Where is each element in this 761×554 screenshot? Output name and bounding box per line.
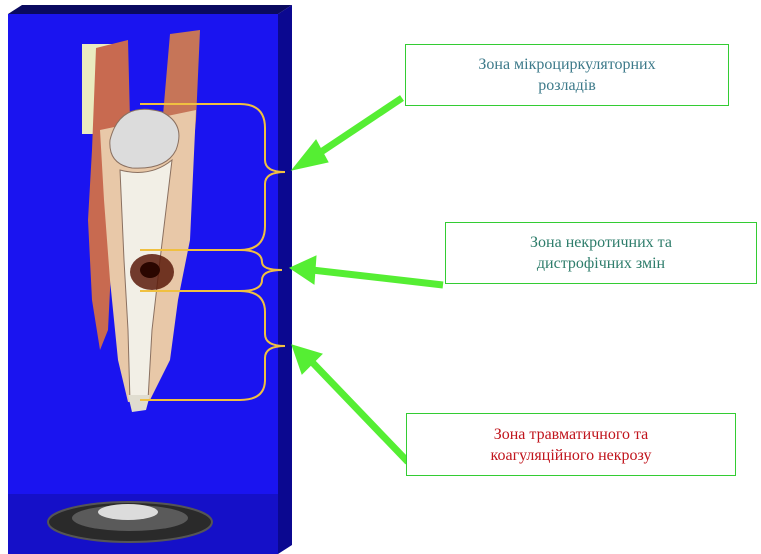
zone-label-line2: дистрофічних змін [530,253,672,274]
zone-text-microcirculatory: Зона мікроциркуляторних розладів [478,54,655,96]
zone-arrows [290,98,443,462]
device-center-disc [98,504,158,520]
arrow-upper-shaft [312,98,402,158]
zone-box-traumatic: Зона травматичного та коагуляційного нек… [406,413,736,476]
zone-label-line2: коагуляційного некрозу [491,445,652,466]
zone-text-necrotic: Зона некротичних та дистрофічних змін [530,232,672,274]
zone-label-line1: Зона некротичних та [530,232,672,253]
zone-label-line1: Зона травматичного та [491,424,652,445]
arrow-lower-shaft [312,362,408,462]
panel-top-face [8,5,292,14]
panel-side-face [278,5,292,554]
zone-text-traumatic: Зона травматичного та коагуляційного нек… [491,424,652,466]
zone-box-necrotic: Зона некротичних та дистрофічних змін [445,222,757,284]
necrosis-core [140,262,160,278]
zone-label-line1: Зона мікроциркуляторних [478,54,655,75]
arrow-middle-shaft [312,270,443,285]
zone-box-microcirculatory: Зона мікроциркуляторних розладів [405,44,729,106]
base-device [48,502,212,542]
arrow-middle-head [290,256,316,284]
arrow-upper-head [292,140,328,170]
zone-label-line2: розладів [478,75,655,96]
